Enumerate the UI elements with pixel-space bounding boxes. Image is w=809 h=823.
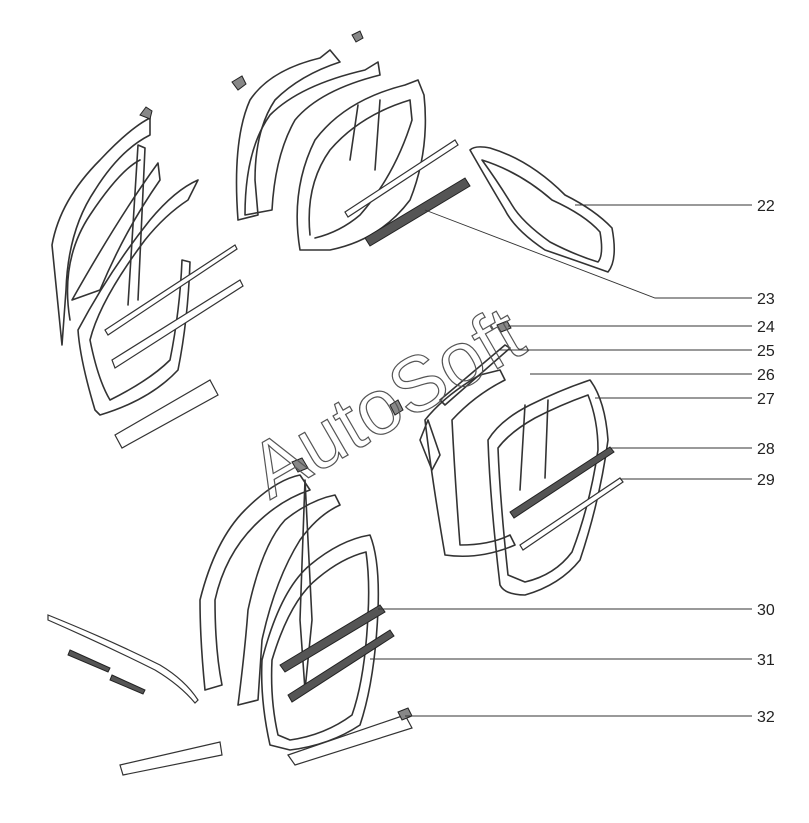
leader-lines <box>370 204 752 717</box>
clip-icon <box>496 320 512 333</box>
clip-icon <box>139 106 153 120</box>
clip-icon <box>389 399 404 416</box>
door-seal-group-upper-left <box>51 106 244 449</box>
callout-29: 29 <box>757 472 775 489</box>
clip-icon <box>351 30 364 43</box>
callout-32: 32 <box>757 709 775 726</box>
door-seal-group-lower <box>47 457 413 776</box>
callout-26: 26 <box>757 367 775 384</box>
door-seal-group-middle-right <box>389 320 624 596</box>
clip-icon <box>291 457 309 473</box>
callout-30: 30 <box>757 602 775 619</box>
callout-28: 28 <box>757 441 775 458</box>
watermark-text: AutoSoft <box>235 289 538 515</box>
callout-25: 25 <box>757 343 775 360</box>
callout-22: 22 <box>757 198 775 215</box>
trunk-seal <box>469 146 616 273</box>
callout-27: 27 <box>757 391 775 408</box>
callout-23: 23 <box>757 291 775 308</box>
door-seal-group-upper-middle <box>231 30 471 251</box>
callout-24: 24 <box>757 319 775 336</box>
callout-31: 31 <box>757 652 775 669</box>
clip-icon <box>231 75 247 91</box>
callout-labels: 22 23 24 25 26 27 28 29 30 31 32 <box>757 198 775 726</box>
